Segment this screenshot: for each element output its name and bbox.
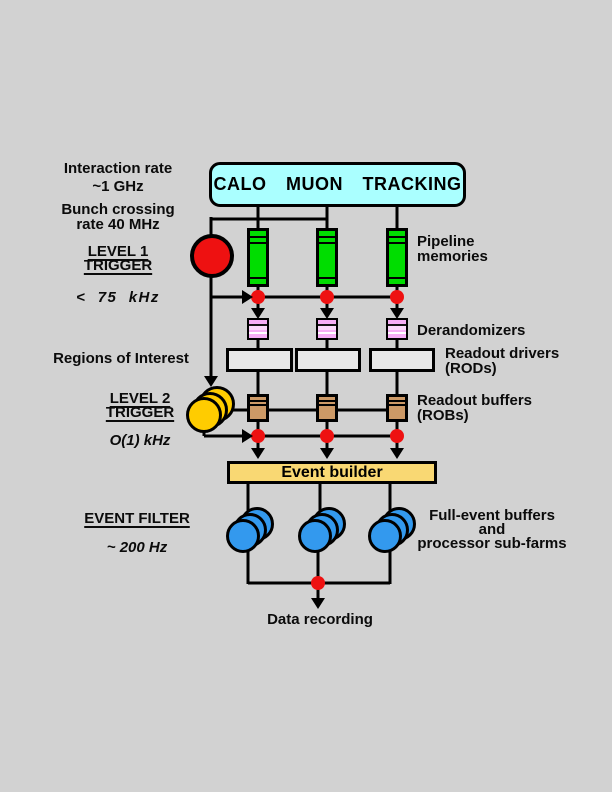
label-level1-title2: TRIGGER	[83, 257, 153, 274]
level1-trigger-node	[190, 234, 234, 278]
label-event-filter-rate: ~ 200 Hz	[106, 539, 168, 556]
label-bunch-crossing: Bunch crossing	[61, 201, 175, 218]
junction-dot	[311, 576, 325, 590]
junction-dot	[251, 429, 265, 443]
label-readout-drivers: Readout drivers	[445, 345, 560, 362]
derandomizer-1	[247, 318, 269, 340]
derandomizer-2	[316, 318, 338, 340]
derandomizer-3	[386, 318, 408, 340]
detector-box: CALO MUON TRACKING	[209, 162, 466, 207]
arrow-down-icon	[320, 308, 334, 319]
arrow-down-icon	[390, 308, 404, 319]
readout-buffer-3	[386, 394, 408, 422]
filter-coin-front	[298, 519, 332, 553]
arrow-right-icon	[242, 429, 253, 443]
pipeline-memory-2	[316, 228, 338, 287]
label-readout-buffers2: (ROBs)	[417, 407, 469, 424]
filter-coin-front	[368, 519, 402, 553]
arrow-right-icon	[242, 290, 253, 304]
label-readout-buffers: Readout buffers	[417, 392, 533, 409]
label-fullevent-buffers2: and	[478, 521, 506, 538]
label-level1-rate: < 75 kHz	[76, 289, 160, 306]
arrow-down-icon	[311, 598, 325, 609]
junction-dot	[320, 429, 334, 443]
arrow-down-icon	[204, 376, 218, 387]
label-derandomizers: Derandomizers	[417, 322, 526, 339]
level2-coin-front	[186, 397, 222, 433]
junction-dot	[320, 290, 334, 304]
readout-driver-3	[369, 348, 435, 372]
label-interaction-rate: Interaction rate	[63, 160, 173, 177]
junction-dot	[251, 290, 265, 304]
filter-coin-front	[226, 519, 260, 553]
arrow-down-icon	[320, 448, 334, 459]
arrow-down-icon	[251, 448, 265, 459]
readout-buffer-2	[316, 394, 338, 422]
label-level2-title2: TRIGGER	[105, 404, 175, 421]
label-interaction-rate-value: ~1 GHz	[92, 178, 144, 195]
pipeline-memory-3	[386, 228, 408, 287]
label-data-recording: Data recording	[267, 611, 373, 628]
readout-driver-1	[226, 348, 293, 372]
label-level2-title: LEVEL 2	[109, 390, 171, 407]
label-level1-title: LEVEL 1	[87, 243, 149, 260]
event-builder-bar: Event builder	[227, 461, 437, 484]
readout-driver-2	[295, 348, 361, 372]
label-bunch-crossing-value: rate 40 MHz	[76, 216, 160, 233]
label-readout-drivers2: (RODs)	[445, 360, 497, 377]
label-pipeline-memories2: memories	[417, 248, 488, 265]
arrowheads	[204, 290, 404, 609]
label-pipeline-memories: Pipeline	[417, 233, 475, 250]
arrow-down-icon	[390, 448, 404, 459]
label-fullevent-buffers3: processor sub-farms	[417, 535, 567, 552]
junction-dots	[251, 290, 404, 590]
pipeline-memory-1	[247, 228, 269, 287]
junction-dot	[390, 290, 404, 304]
junction-dot	[390, 429, 404, 443]
arrow-down-icon	[251, 308, 265, 319]
label-event-filter-title: EVENT FILTER	[84, 510, 190, 527]
label-regions-of-interest: Regions of Interest	[53, 350, 189, 367]
label-level2-rate: O(1) kHz	[109, 432, 171, 449]
readout-buffer-1	[247, 394, 269, 422]
label-fullevent-buffers: Full-event buffers	[429, 507, 555, 524]
